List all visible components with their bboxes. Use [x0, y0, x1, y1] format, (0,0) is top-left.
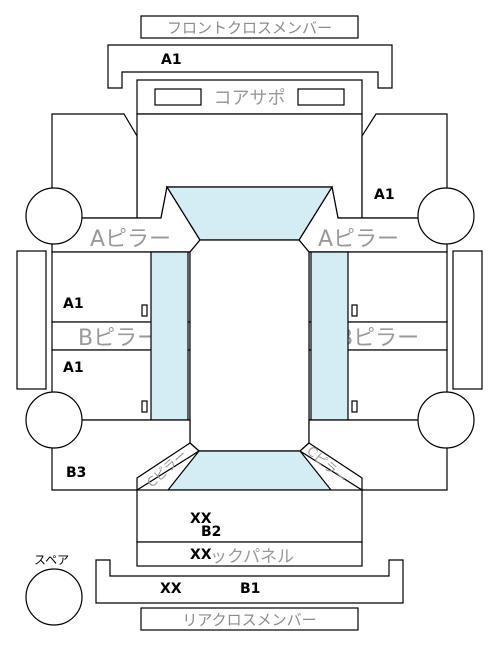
- trunk-floor: [136, 489, 363, 543]
- left-quarter-code: B3: [66, 465, 86, 481]
- rear-cross-member: [95, 559, 404, 604]
- right-side-window: [310, 251, 349, 421]
- spare-tire: [25, 568, 83, 626]
- a-pillar-right-label: Aピラー: [318, 227, 399, 252]
- core-support-right-slot: [297, 88, 345, 106]
- core-support-label: コアサポ: [214, 88, 286, 109]
- rear-member-code-2: B1: [240, 581, 260, 597]
- back-panel: [136, 541, 363, 567]
- rear-cross-member-label: リアクロスメンバー: [182, 611, 316, 629]
- right-front-fender-code: A1: [374, 187, 395, 203]
- right-front-wheel: [417, 187, 475, 245]
- left-side-sill: [16, 250, 47, 390]
- left-front-door-handle: [141, 304, 148, 317]
- trunk-floor-code-2: B2: [201, 524, 221, 540]
- left-rear-door-handle: [141, 400, 148, 413]
- right-front-door-handle: [351, 304, 358, 317]
- front-cross-member-label: フロントクロスメンバー: [167, 19, 332, 37]
- left-front-wheel: [25, 187, 83, 245]
- back-panel-label: ックパネル: [210, 547, 294, 567]
- roof: [189, 239, 310, 452]
- right-rear-door-handle: [351, 400, 358, 413]
- core-support-left-slot: [154, 88, 202, 106]
- front-cross-member-code: A1: [161, 52, 182, 68]
- left-rear-door-code: A1: [63, 360, 84, 376]
- rear-member-code-1: XX: [160, 581, 182, 597]
- back-panel-code: XX: [190, 547, 212, 563]
- spare-label: スペア: [34, 553, 69, 567]
- trunk-floor-code-1: XX: [190, 511, 212, 527]
- left-rear-wheel: [25, 391, 83, 449]
- b-pillar-left-label: Bピラー: [78, 326, 159, 351]
- b-pillar-right-label: Bピラー: [338, 326, 419, 351]
- right-side-sill: [452, 250, 483, 390]
- rear-cross-member-label-box: [140, 607, 359, 631]
- a-pillar-left-label: Aピラー: [90, 227, 171, 252]
- front-cross-member-label-box: [140, 15, 359, 39]
- left-side-window: [150, 251, 189, 421]
- right-rear-wheel: [417, 391, 475, 449]
- left-front-door-code: A1: [63, 296, 84, 312]
- front-cross-member: [107, 44, 393, 89]
